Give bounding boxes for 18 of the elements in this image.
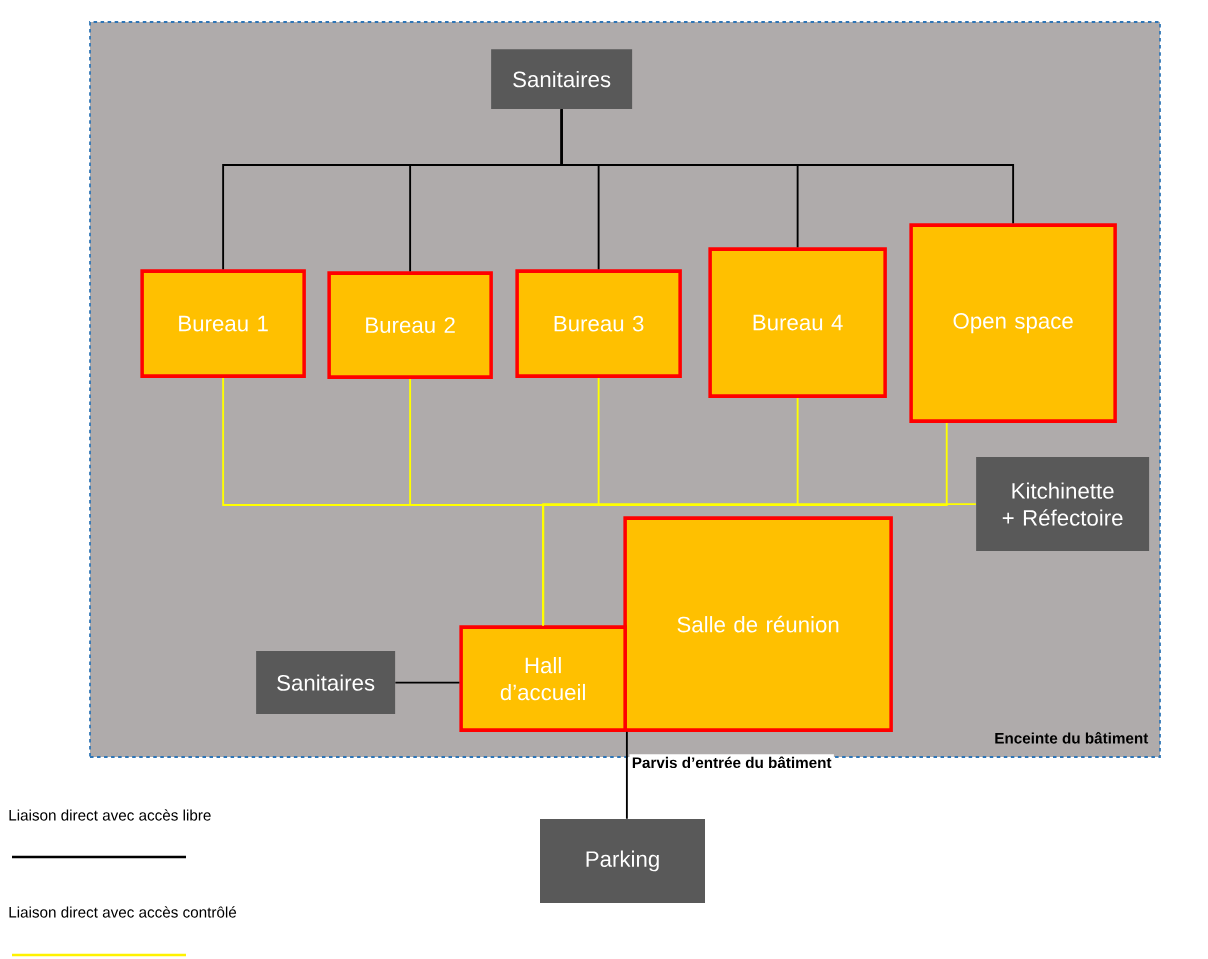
- edge-label: Parvis d’entrée du bâtiment: [629, 754, 834, 771]
- facility-box: Sanitaires: [491, 49, 633, 110]
- connector-line: [542, 503, 977, 627]
- room-box: Salle de réunion: [623, 516, 893, 732]
- room-box: Bureau 3: [515, 269, 682, 378]
- connector-line: [394, 681, 461, 684]
- room-box: Bureau 4: [708, 247, 887, 398]
- facility-box: Kitchinette + Réfectoire: [976, 457, 1150, 552]
- facility-box: Parking: [540, 819, 705, 903]
- room-box: Hall d’accueil: [459, 625, 627, 732]
- room-box: Open space: [909, 223, 1117, 423]
- connector-line: [625, 730, 628, 820]
- facility-box: Sanitaires: [256, 651, 396, 715]
- legend-text: Liaison direct avec accès contrôlé: [9, 906, 237, 918]
- connector-line: [560, 108, 1015, 225]
- room-box: Bureau 1: [140, 269, 306, 378]
- room-box: Bureau 2: [327, 271, 493, 379]
- legend-text: Liaison direct avec accès libre: [9, 809, 211, 821]
